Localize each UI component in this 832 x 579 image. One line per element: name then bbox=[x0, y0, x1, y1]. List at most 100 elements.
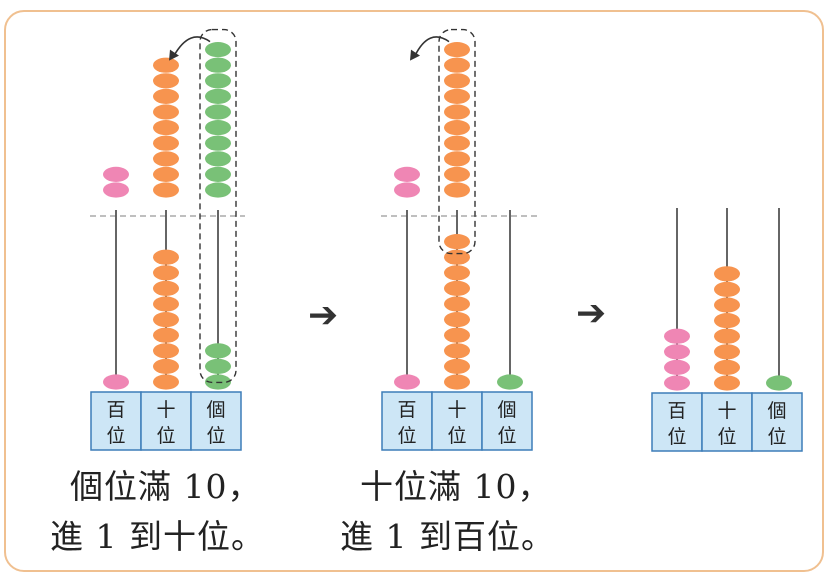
place-label-box bbox=[701, 392, 753, 452]
removed-bead-tens bbox=[444, 104, 470, 120]
removed-bead-tens bbox=[444, 88, 470, 104]
removed-bead-ones bbox=[205, 104, 231, 120]
removed-bead-ones bbox=[205, 73, 231, 89]
removed-bead-hundreds bbox=[103, 182, 129, 198]
place-label-box bbox=[140, 391, 192, 451]
removed-bead-tens bbox=[153, 57, 179, 73]
place-label-bottom: 位 bbox=[156, 425, 175, 447]
place-label-box bbox=[481, 391, 533, 451]
place-label-bottom: 位 bbox=[106, 425, 125, 447]
bead-tens bbox=[714, 344, 740, 360]
removed-bead-hundreds bbox=[394, 182, 420, 198]
carry-arrow-head-icon bbox=[410, 49, 420, 61]
removed-bead-ones bbox=[205, 42, 231, 58]
bead-hundreds bbox=[664, 375, 690, 391]
bead-ones bbox=[766, 375, 792, 391]
bead-tens bbox=[444, 249, 470, 265]
bead-tens bbox=[714, 266, 740, 282]
place-label-bottom: 位 bbox=[447, 425, 466, 447]
bead-tens bbox=[153, 280, 179, 296]
bead-tens bbox=[153, 312, 179, 328]
bead-tens bbox=[444, 280, 470, 296]
place-label-box bbox=[190, 391, 242, 451]
carry-arrow-head-icon bbox=[169, 49, 179, 61]
right-arrow-icon-1: ➔ bbox=[308, 295, 339, 336]
bead-tens bbox=[153, 327, 179, 343]
removed-bead-tens bbox=[444, 166, 470, 182]
removed-bead-tens bbox=[444, 73, 470, 89]
removed-bead-ones bbox=[205, 88, 231, 104]
carry-arrow-icon bbox=[414, 36, 450, 56]
removed-bead-tens bbox=[153, 166, 179, 182]
bead-hundreds bbox=[664, 328, 690, 344]
bead-tens bbox=[714, 297, 740, 313]
place-label-bottom: 位 bbox=[667, 426, 686, 448]
bead-tens bbox=[153, 358, 179, 374]
panel-frame bbox=[4, 10, 824, 572]
removed-bead-hundreds bbox=[103, 166, 129, 182]
removed-bead-ones bbox=[205, 182, 231, 198]
bead-ones bbox=[205, 358, 231, 374]
bead-hundreds bbox=[664, 344, 690, 360]
bead-hundreds bbox=[394, 374, 420, 390]
carry-highlight-box bbox=[438, 28, 476, 255]
carry-highlight-box bbox=[199, 28, 237, 384]
removed-bead-tens bbox=[153, 88, 179, 104]
place-label-box bbox=[651, 392, 703, 452]
bead-tens bbox=[714, 328, 740, 344]
place-label-bottom: 位 bbox=[767, 426, 786, 448]
removed-bead-tens bbox=[444, 135, 470, 151]
place-label-top: 百 bbox=[667, 400, 686, 422]
right-arrow-icon-2: ➔ bbox=[576, 293, 607, 334]
bead-hundreds bbox=[664, 359, 690, 375]
place-label-bottom: 位 bbox=[717, 426, 736, 448]
bead-tens bbox=[153, 296, 179, 312]
bead-tens bbox=[714, 313, 740, 329]
bead-tens bbox=[153, 265, 179, 281]
bead-tens bbox=[714, 375, 740, 391]
removed-bead-tens bbox=[444, 151, 470, 167]
place-label-top: 十 bbox=[447, 399, 466, 421]
removed-bead-ones bbox=[205, 166, 231, 182]
removed-bead-ones bbox=[205, 151, 231, 167]
removed-bead-ones bbox=[205, 57, 231, 73]
removed-bead-tens bbox=[153, 182, 179, 198]
bead-tens bbox=[444, 358, 470, 374]
place-label-top: 個 bbox=[206, 399, 225, 421]
bead-hundreds bbox=[103, 374, 129, 390]
removed-bead-ones bbox=[205, 135, 231, 151]
bead-tens bbox=[444, 327, 470, 343]
place-label-top: 十 bbox=[717, 400, 736, 422]
bead-tens bbox=[444, 343, 470, 359]
bead-tens bbox=[153, 249, 179, 265]
place-label-box bbox=[751, 392, 803, 452]
place-label-bottom: 位 bbox=[497, 425, 516, 447]
bead-ones bbox=[497, 374, 523, 390]
removed-bead-tens bbox=[444, 42, 470, 58]
bead-tens bbox=[714, 359, 740, 375]
bead-tens bbox=[153, 343, 179, 359]
removed-bead-tens bbox=[153, 135, 179, 151]
removed-bead-hundreds bbox=[394, 166, 420, 182]
removed-bead-tens bbox=[153, 104, 179, 120]
caption-tens-full-line2: 進 1 到百位。 bbox=[340, 517, 555, 556]
place-label-top: 個 bbox=[497, 399, 516, 421]
place-label-top: 百 bbox=[106, 399, 125, 421]
removed-bead-tens bbox=[153, 73, 179, 89]
place-label-top: 百 bbox=[397, 399, 416, 421]
bead-ones bbox=[205, 343, 231, 359]
caption-ones-full-line1: 個位滿 10， bbox=[70, 467, 262, 506]
bead-tens bbox=[444, 234, 470, 250]
caption-tens-full-line1: 十位滿 10， bbox=[360, 467, 552, 506]
place-label-bottom: 位 bbox=[397, 425, 416, 447]
bead-tens bbox=[444, 374, 470, 390]
place-label-top: 十 bbox=[156, 399, 175, 421]
caption-ones-full-line2: 進 1 到十位。 bbox=[50, 517, 265, 556]
bead-tens bbox=[444, 296, 470, 312]
removed-bead-ones bbox=[205, 120, 231, 136]
bead-tens bbox=[714, 281, 740, 297]
bead-tens bbox=[153, 374, 179, 390]
carry-arrow-icon bbox=[173, 36, 211, 56]
removed-bead-tens bbox=[153, 151, 179, 167]
